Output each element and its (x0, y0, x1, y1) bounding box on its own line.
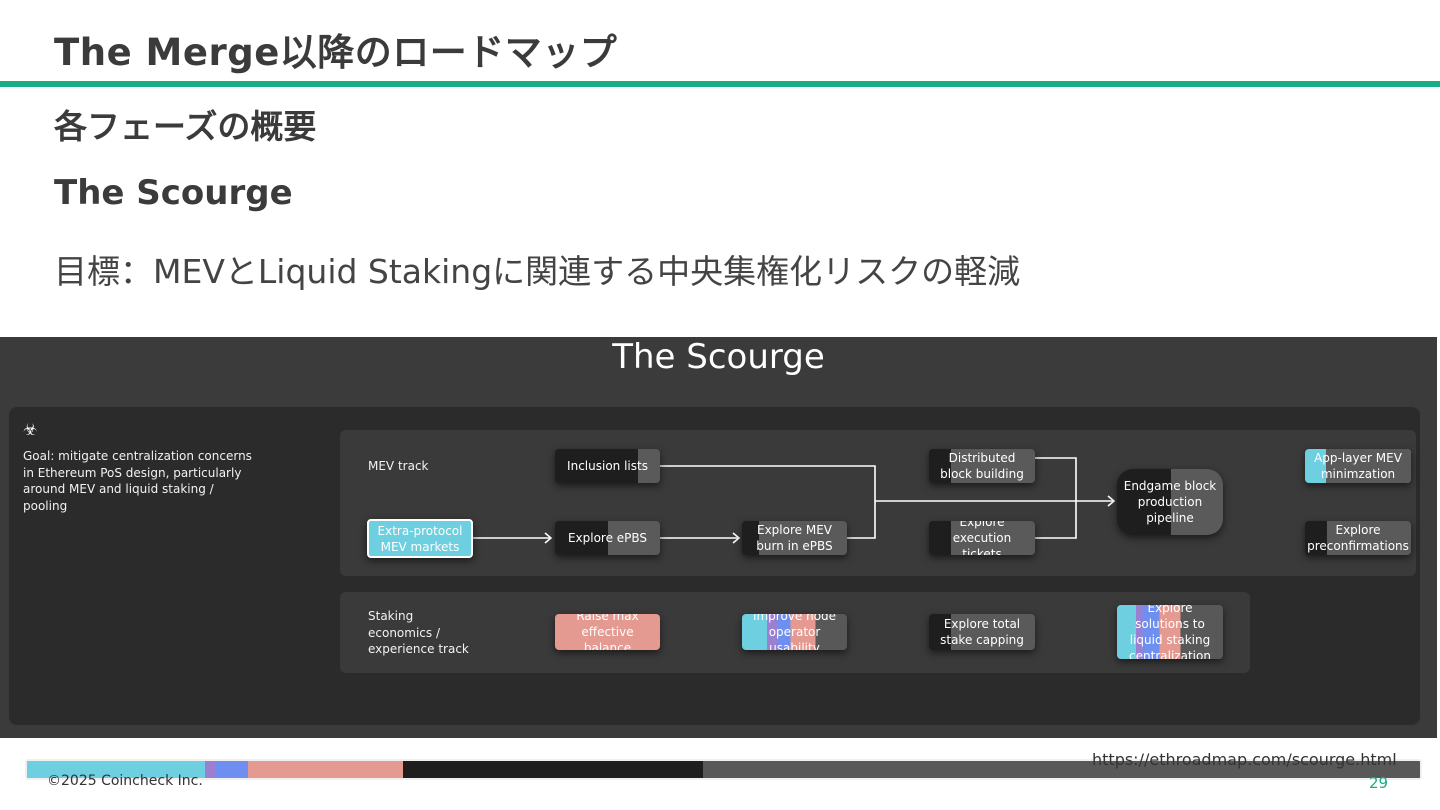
phase-heading: The Scourge (54, 173, 293, 213)
phase-goal: 目標：MEVとLiquid Stakingに関連する中央集権化リスクの軽減 (54, 252, 1021, 291)
node-distributed-block-building: Distributed block building (929, 449, 1035, 483)
progress-segment-salmon (248, 761, 403, 778)
node-app-layer-mev: App-layer MEV minimzation (1305, 449, 1411, 483)
node-explore-total-stake-capping: Explore total stake capping (929, 614, 1035, 650)
mev-track-label: MEV track (368, 459, 429, 473)
node-extra-protocol-mev-markets: Extra-protocol MEV markets (367, 519, 473, 558)
node-explore-preconfirmations: Explore preconfirmations (1305, 521, 1411, 555)
roadmap-goal-description: Goal: mitigate centralization concerns i… (23, 449, 252, 513)
biohazard-icon: ☣ (23, 420, 38, 439)
phase-progress-bar (25, 759, 1422, 780)
source-url: https://ethroadmap.com/scourge.html (1092, 750, 1397, 769)
progress-segment-remaining (703, 761, 1420, 778)
node-explore-execution-tickets: Explore execution tickets (929, 521, 1035, 555)
progress-segment-purple (205, 761, 215, 778)
node-improve-node-operator-usability: Improve node operator usability (742, 614, 847, 650)
roadmap-image: The Scourge ☣ Goal: mitigate centralizat… (0, 337, 1437, 780)
slide-title: The Merge以降のロードマップ (54, 31, 618, 74)
page-number: 29 (1369, 774, 1389, 792)
node-explore-epbs: Explore ePBS (555, 521, 660, 555)
section-heading: 各フェーズの概要 (54, 107, 317, 146)
staking-track-label: Staking economics / experience track (368, 609, 469, 656)
title-divider (0, 81, 1440, 87)
progress-segment-blue (215, 761, 248, 778)
progress-segment-black (403, 761, 703, 778)
roadmap-title: The Scourge (612, 337, 825, 377)
roadmap-panel: ☣ Goal: mitigate centralization concerns… (9, 407, 1422, 780)
node-liquid-staking-centralization: Explore solutions to liquid staking cent… (1117, 605, 1223, 659)
node-endgame-block-production: Endgame block production pipeline (1117, 469, 1223, 535)
footer-copyright: ©2025 Coincheck Inc. (47, 773, 203, 789)
node-inclusion-lists: Inclusion lists (555, 449, 660, 483)
node-raise-max-effective-balance: Raise max effective balance (555, 614, 660, 650)
node-explore-mev-burn: Explore MEV burn in ePBS (742, 521, 847, 555)
mev-track (340, 430, 1416, 576)
progress-segment-complete (27, 761, 205, 778)
